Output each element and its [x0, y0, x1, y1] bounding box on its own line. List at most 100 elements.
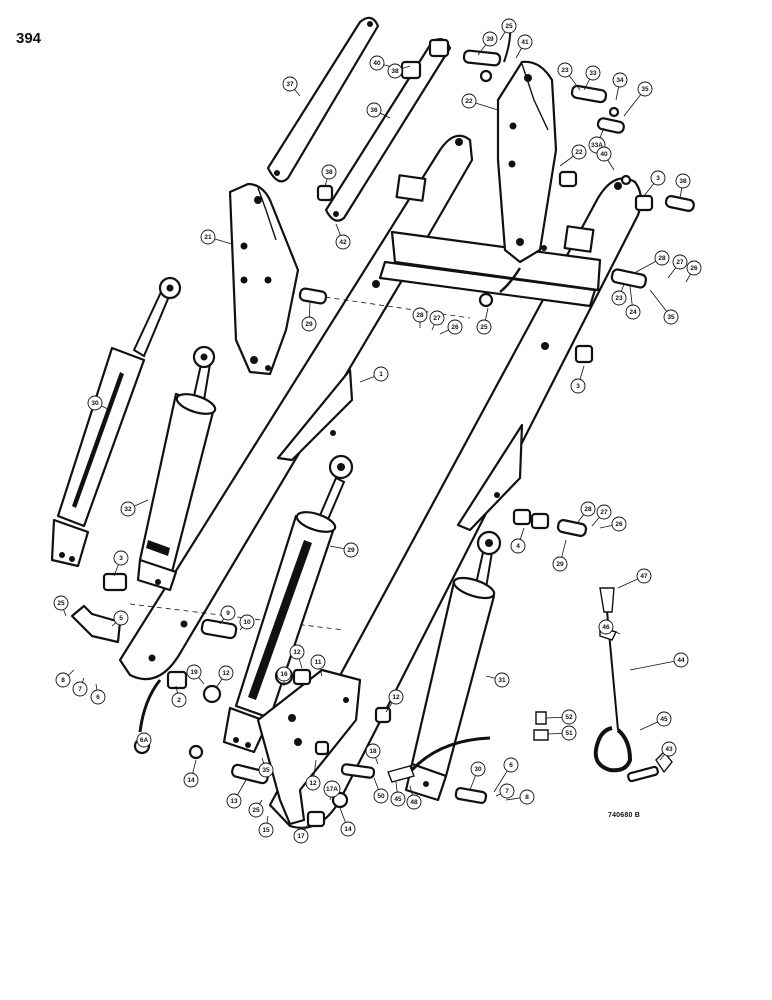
callout-circle [476, 319, 492, 335]
callout-6a: 6A [136, 732, 152, 748]
callout-circle [293, 828, 309, 844]
callout-number: 30 [474, 766, 482, 773]
callout-46: 46 [598, 619, 621, 635]
callout-circle [429, 310, 445, 326]
callout-circle [388, 689, 404, 705]
callout-circle [612, 72, 628, 88]
callout-33: 33 [583, 65, 601, 91]
callout-circle [672, 254, 688, 270]
callout-26: 26 [599, 516, 627, 532]
callout-circle [686, 260, 702, 276]
callout-22: 22 [559, 144, 587, 167]
callout-circle [171, 692, 187, 708]
callout-10: 10 [239, 614, 255, 631]
callout-number: 23 [561, 67, 569, 74]
callout-40: 40 [596, 146, 615, 171]
callout-number: 13 [230, 798, 238, 805]
callout-23: 23 [557, 62, 581, 91]
callout-circle [494, 672, 510, 688]
callout-number: 12 [222, 670, 230, 677]
callout-number: 41 [521, 39, 529, 46]
callout-22: 22 [461, 93, 499, 111]
callout-number: 42 [339, 239, 347, 246]
callout-circle [461, 93, 477, 109]
callout-number: 36 [370, 107, 378, 114]
callout-number: 8 [525, 794, 529, 801]
callout-circle [571, 144, 587, 160]
callout-34: 34 [612, 72, 628, 101]
callout-number: 18 [369, 748, 377, 755]
callout-number: 12 [392, 694, 400, 701]
callout-6: 6 [493, 757, 519, 793]
callout-number: 43 [665, 746, 673, 753]
callout-number: 6A [140, 737, 149, 744]
callout-circle [321, 164, 337, 180]
callout-32: 32 [120, 499, 149, 517]
callout-circle [387, 63, 403, 79]
callout-number: 50 [377, 793, 385, 800]
callout-31: 31 [485, 672, 510, 688]
callout-circle [87, 395, 103, 411]
pivot-bracket-21 [228, 182, 300, 376]
callout-2: 2 [171, 685, 187, 708]
callout-36: 36 [366, 102, 391, 119]
callout-18: 18 [365, 743, 381, 765]
callout-circle [482, 31, 498, 47]
callout-circle [310, 654, 326, 670]
callout-27: 27 [429, 310, 445, 331]
callout-circle [343, 542, 359, 558]
callout-number: 11 [315, 659, 322, 666]
callout-circle [90, 689, 106, 705]
callout-circle [636, 568, 652, 584]
callout-number: 45 [660, 716, 668, 723]
callout-number: 35 [262, 767, 270, 774]
callout-circle [113, 550, 129, 566]
hydraulic-cylinder-32 [136, 345, 217, 592]
callout-circle [585, 65, 601, 81]
callout-12: 12 [215, 665, 234, 689]
callout-number: 39 [486, 36, 494, 43]
callout-circle [552, 556, 568, 572]
callout-1: 1 [359, 366, 389, 383]
callout-38: 38 [675, 173, 691, 199]
callout-35: 35 [623, 81, 653, 117]
callout-37: 37 [282, 76, 301, 97]
callout-number: 38 [325, 169, 333, 176]
callout-29: 29 [301, 301, 317, 332]
callout-number: 15 [262, 827, 270, 834]
callout-13: 13 [226, 779, 247, 809]
callout-circle [323, 780, 341, 798]
callout-number: 4 [516, 543, 520, 550]
callout-number: 9 [226, 610, 230, 617]
callout-44: 44 [629, 652, 689, 671]
callout-circle [412, 307, 428, 323]
callout-circle [598, 619, 614, 635]
callout-circle [611, 516, 627, 532]
callout-circle [570, 378, 586, 394]
callout-15: 15 [258, 815, 274, 838]
callout-11: 11 [310, 654, 326, 677]
callout-circle [226, 793, 242, 809]
callout-circle [218, 665, 234, 681]
callout-circle [650, 170, 666, 186]
callout-circle [120, 501, 136, 517]
callout-24: 24 [625, 285, 641, 320]
callout-circle [72, 681, 88, 697]
callout-number: 5 [119, 615, 123, 622]
hydraulic-cylinder-31 [404, 530, 502, 802]
hydraulic-cylinder-29 [222, 454, 354, 754]
callout-25: 25 [248, 799, 264, 818]
callout-number: 17 [297, 833, 305, 840]
callout-circle [673, 652, 689, 668]
callout-number: 33 [589, 70, 597, 77]
callout-number: 26 [690, 265, 698, 272]
callout-number: 34 [616, 77, 624, 84]
callout-41: 41 [515, 34, 533, 59]
callout-circle [365, 743, 381, 759]
callout-number: 47 [640, 573, 648, 580]
callout-circle [654, 250, 670, 266]
callout-19: 19 [186, 664, 205, 685]
callout-35: 35 [258, 757, 274, 778]
